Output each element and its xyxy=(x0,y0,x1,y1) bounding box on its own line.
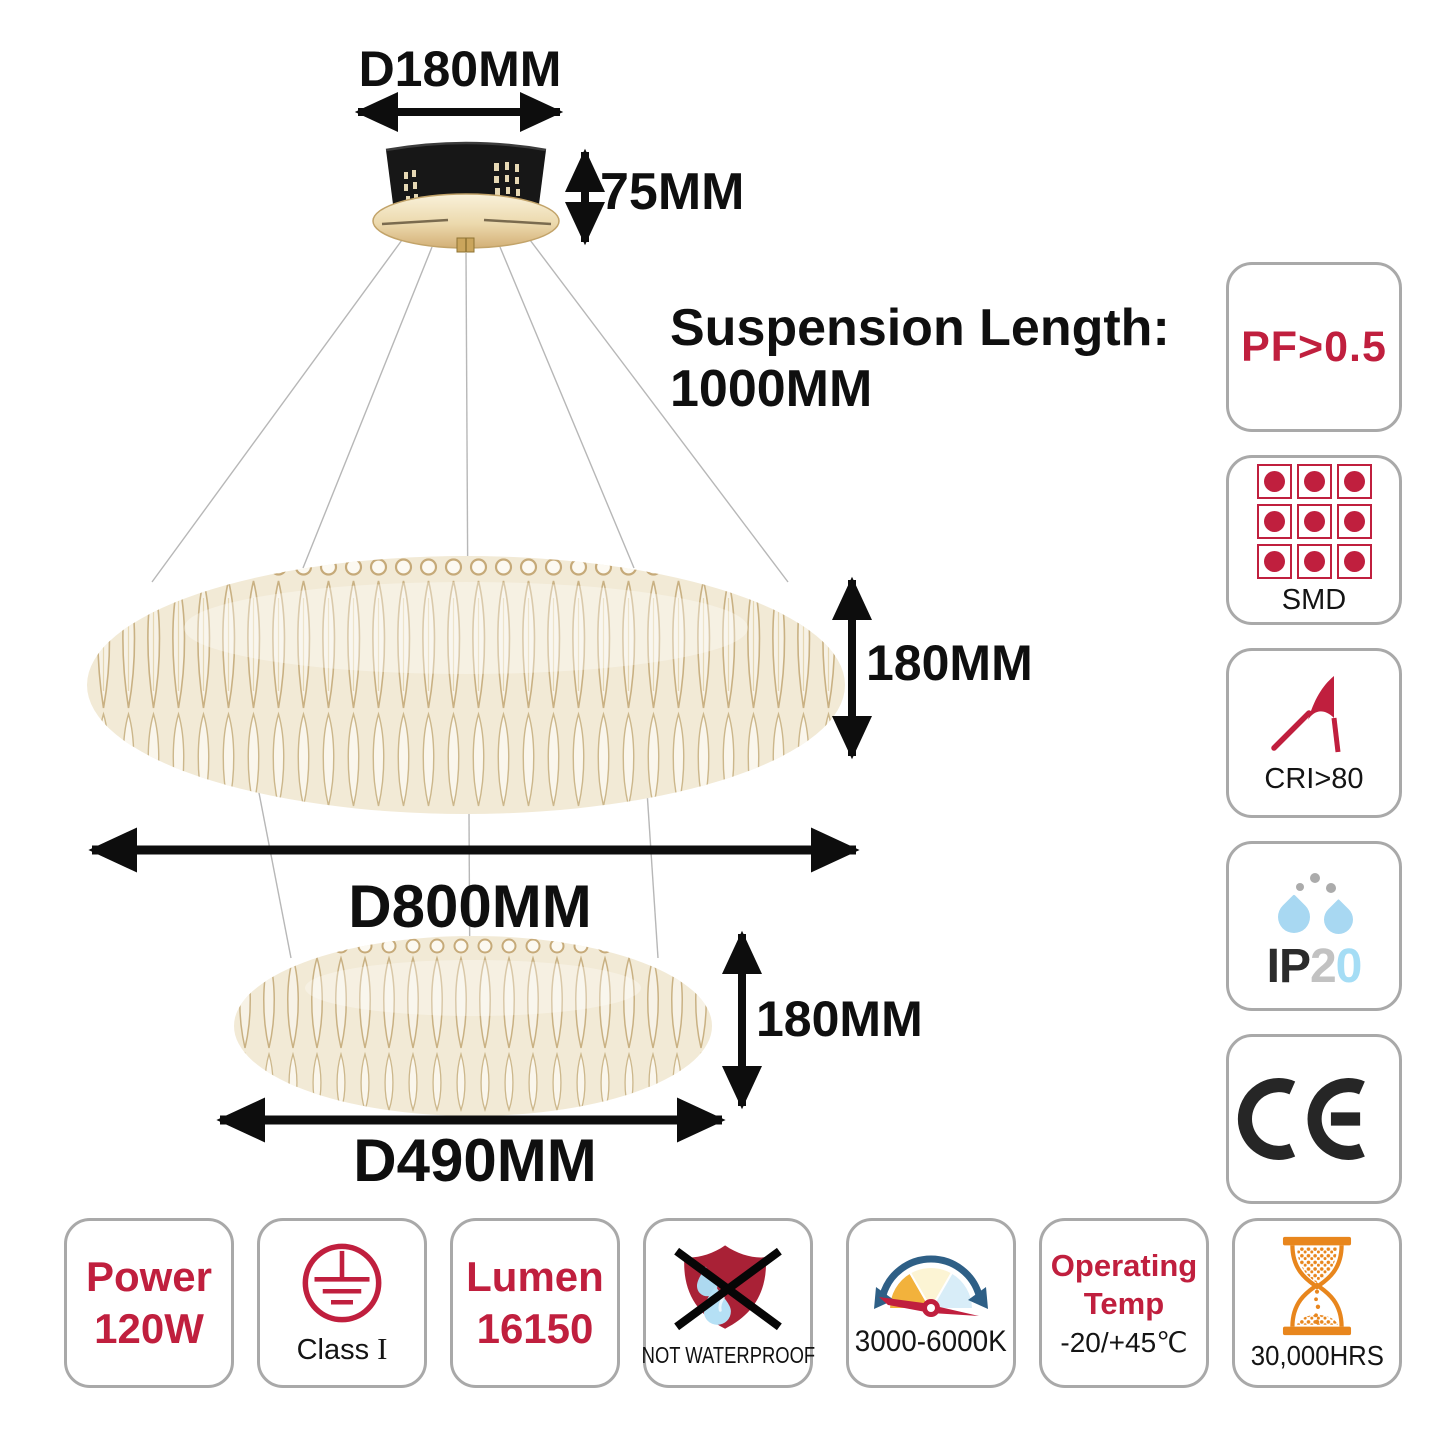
dust-and-drops-icon xyxy=(1244,861,1384,941)
color-temperature-label: 3000-6000K xyxy=(854,1325,1008,1358)
operating-line1: Operating xyxy=(1050,1248,1198,1284)
smd-chip xyxy=(1256,463,1292,499)
ip-digit-solid: 2 xyxy=(1309,940,1337,993)
class-word: Class xyxy=(296,1334,370,1366)
smd-chip xyxy=(1336,503,1372,539)
cri-label: CRI>80 xyxy=(1264,763,1364,795)
dimension-arrows xyxy=(88,92,872,1143)
not-waterproof-icon xyxy=(674,1245,782,1331)
smd-label: SMD xyxy=(1281,583,1347,616)
large-ring-diameter-label: D800MM xyxy=(348,873,592,940)
operating-line2: Temp xyxy=(1083,1285,1165,1321)
ceiling-canopy xyxy=(372,141,560,253)
large-crystal-ring xyxy=(87,556,845,814)
water-drop-icon xyxy=(1271,894,1317,940)
dust-dot-icon xyxy=(1310,873,1320,883)
operating-temp-title: Operating Temp xyxy=(1051,1247,1197,1321)
ip-rating-value: IP20 xyxy=(1266,940,1363,993)
badge-power: Power 120W xyxy=(64,1218,234,1388)
small-crystal-ring xyxy=(234,936,712,1116)
class-label: Class I xyxy=(297,1331,388,1367)
lumen-line1: Lumen xyxy=(466,1252,604,1300)
power-line2: 120W xyxy=(94,1305,204,1352)
power-value: Power 120W xyxy=(86,1251,212,1356)
small-ring-diameter-label: D490MM xyxy=(353,1127,597,1194)
smd-chip xyxy=(1296,463,1332,499)
badge-color-temperature: 3000-6000K xyxy=(846,1218,1016,1388)
cri-icon xyxy=(1271,676,1341,753)
lumen-value: Lumen 16150 xyxy=(466,1251,604,1356)
canopy-height-label: 75MM xyxy=(600,163,745,221)
hourglass-icon xyxy=(1282,1236,1352,1336)
operating-temp-range: -20/+45℃ xyxy=(1060,1326,1188,1358)
color-temperature-gauge-icon xyxy=(874,1255,988,1317)
badge-lifespan: 30,000HRS xyxy=(1232,1218,1402,1388)
badge-cri: CRI>80 xyxy=(1226,648,1402,818)
power-line1: Power xyxy=(85,1252,213,1300)
badge-ip-rating: IP20 xyxy=(1226,841,1402,1011)
canopy-vent-holes xyxy=(404,162,520,202)
lumen-line2: 16150 xyxy=(476,1305,594,1352)
suspension-length-line1: Suspension Length: xyxy=(670,299,1170,357)
lifespan-label: 30,000HRS xyxy=(1250,1340,1384,1371)
smd-chip xyxy=(1256,503,1292,539)
small-ring-height-label: 180MM xyxy=(756,991,923,1047)
badge-operating-temp: Operating Temp -20/+45℃ xyxy=(1039,1218,1209,1388)
suspension-length-line2: 1000MM xyxy=(670,360,873,419)
large-ring-height-label: 180MM xyxy=(866,635,1033,691)
smd-chips-icon xyxy=(1256,463,1372,579)
suspension-length-label: Suspension Length: 1000MM xyxy=(670,298,1170,421)
ce-mark-icon xyxy=(1237,1078,1365,1160)
dust-dot-icon xyxy=(1296,883,1304,891)
power-factor-value: PF>0.5 xyxy=(1241,322,1387,371)
badge-protection-class: Class I xyxy=(257,1218,427,1388)
badge-lumen: Lumen 16150 xyxy=(450,1218,620,1388)
badge-ce xyxy=(1226,1034,1402,1204)
class1-earth-icon xyxy=(302,1243,382,1323)
not-waterproof-label: NOT WATERPROOF xyxy=(641,1342,815,1368)
smd-chip xyxy=(1296,503,1332,539)
ip-digit-liquid: 0 xyxy=(1335,940,1363,993)
smd-chip xyxy=(1296,543,1332,579)
smd-chip xyxy=(1336,543,1372,579)
badge-not-waterproof: NOT WATERPROOF xyxy=(641,1218,815,1388)
dust-dot-icon xyxy=(1326,883,1336,893)
canopy-diameter-label: D180MM xyxy=(358,41,562,97)
smd-chip xyxy=(1336,463,1372,499)
water-drop-icon xyxy=(1317,898,1360,941)
badge-smd: SMD xyxy=(1226,455,1402,625)
smd-chip xyxy=(1256,543,1292,579)
ip-prefix: IP xyxy=(1266,940,1311,993)
badge-power-factor: PF>0.5 xyxy=(1226,262,1402,432)
class-numeral: I xyxy=(377,1331,388,1366)
